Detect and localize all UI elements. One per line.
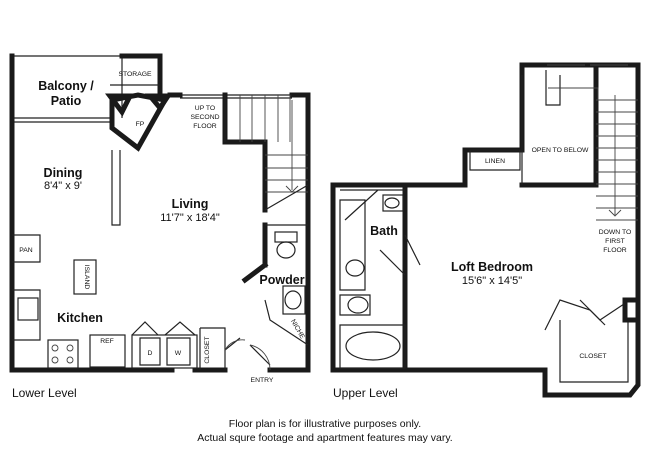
lower-level-plan	[9, 53, 311, 373]
pantry-label: PAN	[19, 247, 33, 254]
balcony-label: Balcony /	[38, 79, 94, 93]
closet-label-upper: CLOSET	[579, 353, 606, 360]
upper-level-title: Upper Level	[333, 386, 398, 400]
entry-label: ENTRY	[251, 377, 274, 384]
stair-down-label-2: FIRST	[605, 238, 625, 245]
island-label: ISLAND	[83, 265, 90, 290]
living-label: Living	[172, 197, 209, 211]
niche-label: NICHE	[289, 318, 306, 340]
dryer-label: D	[148, 350, 153, 357]
storage-label: STORAGE	[118, 71, 152, 78]
living-dimensions: 11'7" x 18'4"	[160, 212, 220, 224]
washer-label: W	[175, 350, 182, 357]
dining-label: Dining	[44, 166, 83, 180]
disclaimer-line-1: Floor plan is for illustrative purposes …	[228, 418, 422, 430]
stair-up-label-2: SECOND	[190, 114, 219, 121]
closet-label-lower: CLOSET	[204, 336, 211, 363]
stair-up-label-3: FLOOR	[193, 123, 217, 130]
kitchen-label: Kitchen	[57, 311, 103, 325]
disclaimer-line-2: Actual squre footage and apartment featu…	[197, 432, 453, 444]
loft-bedroom-label: Loft Bedroom	[451, 260, 533, 274]
linen-label: LINEN	[485, 158, 505, 165]
dining-dimensions: 8'4" x 9'	[44, 180, 82, 192]
stair-down-label-1: DOWN TO	[599, 229, 632, 236]
powder-label: Powder	[259, 273, 304, 287]
stair-down-label-3: FLOOR	[603, 247, 627, 254]
lower-level-title: Lower Level	[12, 386, 77, 400]
bath-label: Bath	[370, 224, 398, 238]
loft-bedroom-dimensions: 15'6" x 14'5"	[462, 275, 522, 287]
fireplace-label: FP	[136, 121, 145, 128]
upper-level-plan	[330, 62, 641, 398]
stair-up-label-1: UP TO	[195, 105, 215, 112]
open-to-below-label: OPEN TO BELOW	[532, 147, 589, 154]
patio-label: Patio	[51, 94, 82, 108]
ref-label: REF	[100, 338, 114, 345]
